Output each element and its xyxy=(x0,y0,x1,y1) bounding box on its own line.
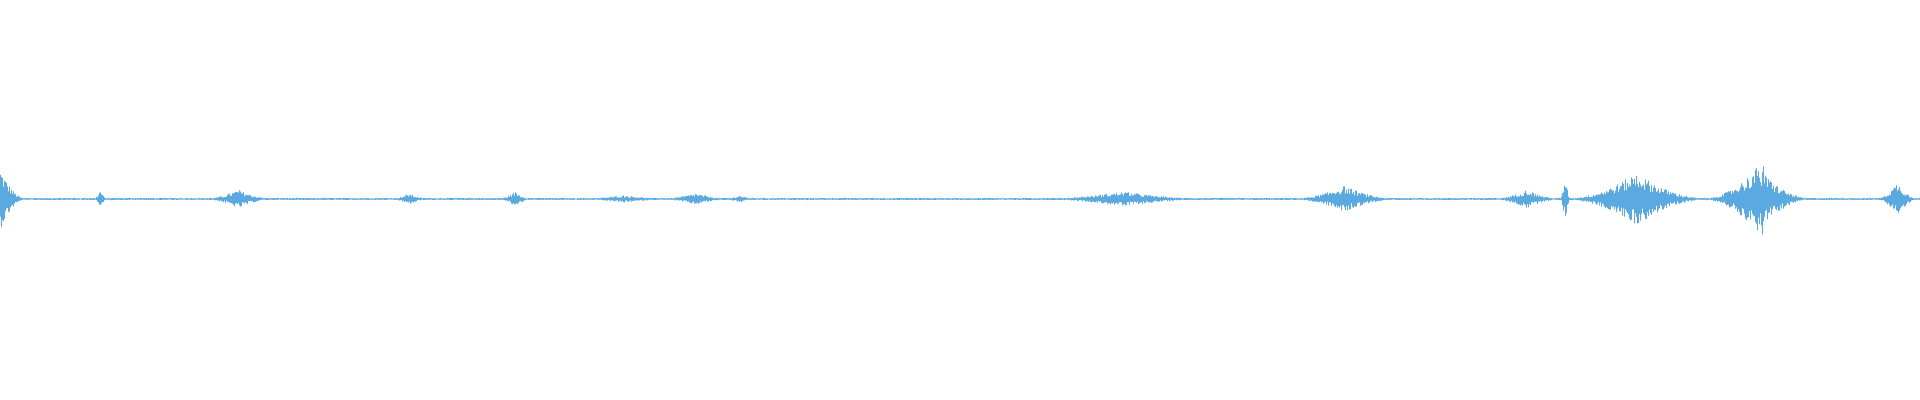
waveform-trace xyxy=(0,166,1920,235)
